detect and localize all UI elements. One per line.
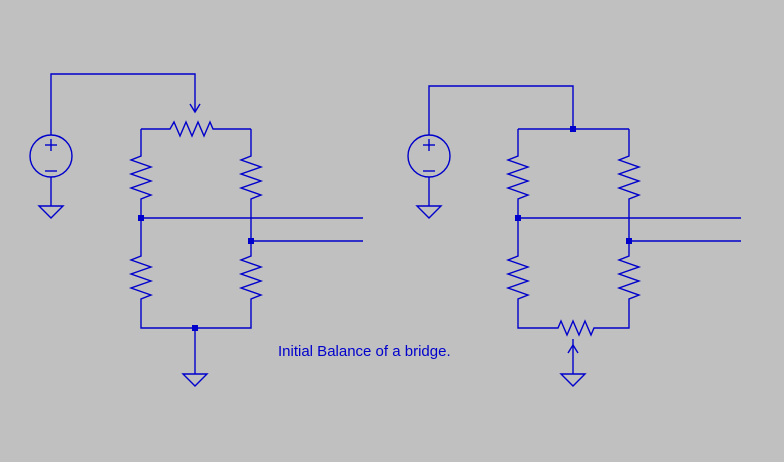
voltage-source-icon (29, 134, 73, 178)
ground-icon (559, 373, 587, 387)
resistor-icon (128, 129, 154, 218)
junction-node (248, 238, 254, 244)
resistor-icon (195, 241, 264, 329)
right-schematic (407, 85, 741, 387)
wiper-arrow-icon (567, 343, 579, 354)
wire (50, 73, 196, 135)
junction-node (138, 215, 144, 221)
junction-node (515, 215, 521, 221)
left-schematic (29, 73, 363, 387)
resistor-icon (505, 129, 531, 218)
junction-node (626, 238, 632, 244)
resistor-icon (238, 129, 264, 241)
resistor-icon (128, 218, 195, 329)
junction-node (192, 325, 198, 331)
resistor-icon (505, 218, 552, 329)
wire (428, 85, 574, 135)
voltage-source-icon (407, 134, 451, 178)
schematic-caption: Initial Balance of a bridge. (278, 343, 451, 360)
junction-node (570, 126, 576, 132)
wiper-arrow-icon (189, 103, 201, 114)
resistor-icon (616, 129, 642, 241)
ground-icon (181, 373, 209, 387)
potentiometer-icon (552, 319, 598, 337)
ground-icon (415, 205, 443, 219)
ground-icon (37, 205, 65, 219)
resistor-icon (598, 241, 642, 329)
potentiometer-icon (141, 120, 251, 138)
